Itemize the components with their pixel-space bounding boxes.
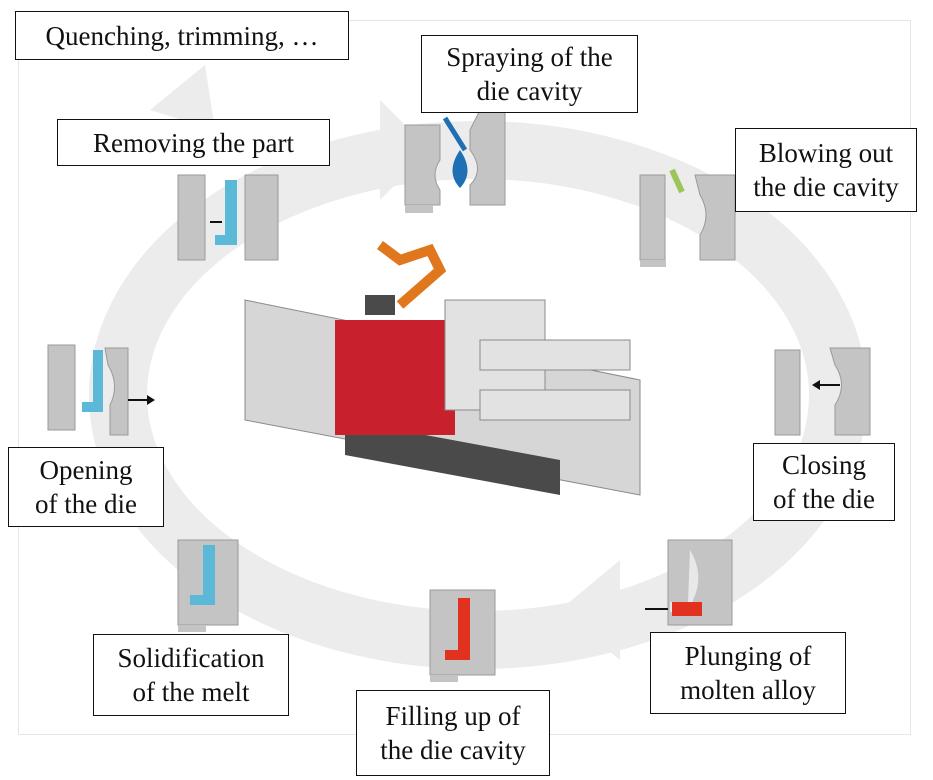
step-label-quenching: Quenching, trimming, … (15, 11, 349, 60)
die-blowing-icon (639, 168, 736, 267)
step-label-filling: Filling up of the die cavity (356, 690, 550, 776)
step-label-blowing: Blowing out the die cavity (735, 128, 917, 212)
die-removing-icon (177, 174, 279, 261)
die-plunging-icon (645, 539, 733, 626)
die-solidification-icon (177, 539, 239, 632)
cycle-arrowhead-top-left (150, 65, 215, 130)
cycle-arrowhead-bottom (560, 560, 620, 660)
step-label-closing: Closing of the die (753, 443, 895, 521)
die-spraying-icon (404, 109, 506, 213)
step-label-removing: Removing the part (57, 119, 330, 166)
step-label-spraying: Spraying of the die cavity (421, 35, 638, 113)
step-label-solidification: Solidification of the melt (93, 634, 289, 716)
die-casting-machine-illustration (244, 241, 641, 496)
die-closing-icon (774, 347, 871, 436)
die-opening-icon (47, 344, 155, 436)
step-label-plunging: Plunging of molten alloy (650, 632, 846, 714)
step-label-opening: Opening of the die (8, 447, 164, 527)
die-filling-icon (429, 589, 496, 682)
